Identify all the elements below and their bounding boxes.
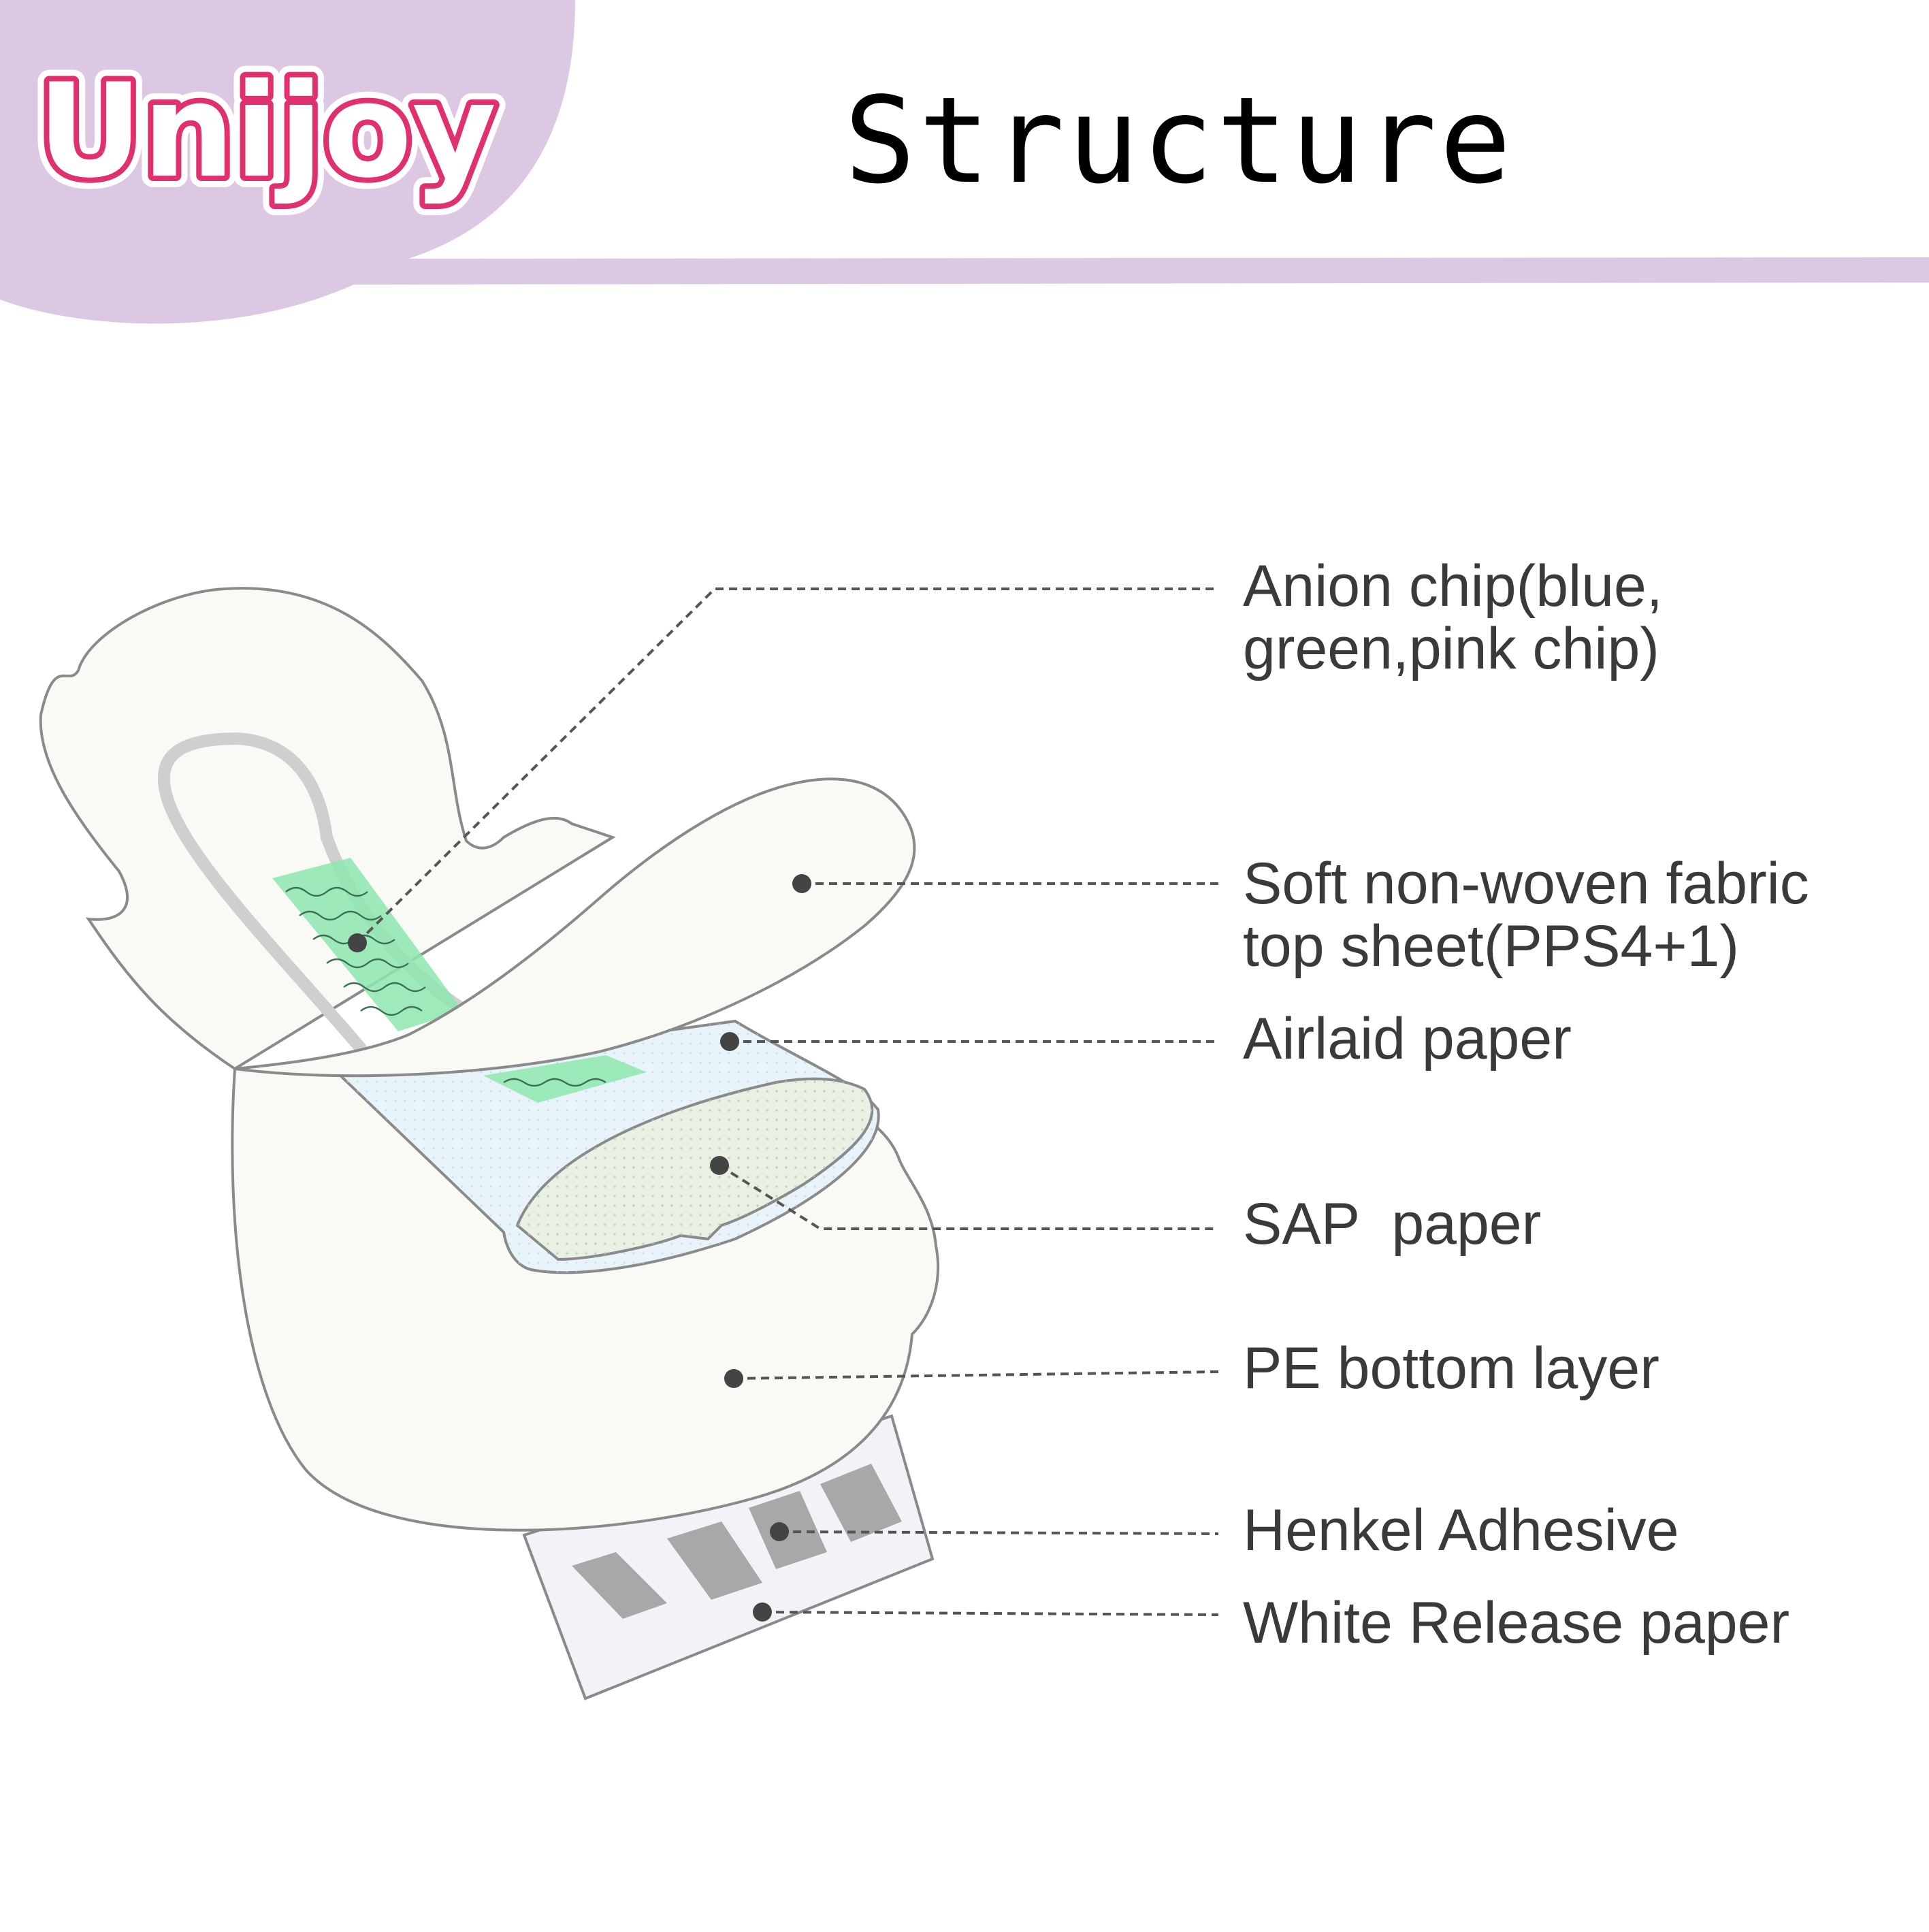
- page-title: Structure: [844, 72, 1514, 210]
- label-henkel-adhesive: Henkel Adhesive: [1243, 1498, 1679, 1563]
- dot-sap-paper: [710, 1156, 729, 1175]
- label-anion-chip: Anion chip(blue, green,pink chip): [1243, 553, 1663, 681]
- leader-anion-chip: [356, 587, 1218, 944]
- label-sap-paper: SAP paper: [1243, 1191, 1542, 1257]
- svg-text:Unijoy: Unijoy: [37, 56, 496, 206]
- header-band: [0, 0, 1929, 324]
- dot-anion-chip: [348, 933, 367, 952]
- label-top-sheet: Soft non-woven fabric top sheet(PPS4+1): [1243, 851, 1809, 979]
- dot-top-sheet: [792, 874, 811, 893]
- leader-sap-paper: [718, 1164, 1218, 1230]
- dot-release-paper: [753, 1603, 772, 1622]
- top-sheet: [234, 777, 916, 1078]
- dot-pe-bottom-layer: [724, 1369, 743, 1388]
- brand-logo: Unijoy Unijoy Unijoy: [26, 44, 508, 218]
- label-release-paper: White Release paper: [1243, 1590, 1790, 1656]
- label-airlaid-paper: Airlaid paper: [1243, 1006, 1572, 1072]
- dot-henkel-adhesive: [770, 1522, 789, 1541]
- label-pe-bottom-layer: PE bottom layer: [1243, 1336, 1659, 1401]
- svg-text:Unijoy: Unijoy: [37, 56, 496, 206]
- leader-lines: [356, 587, 1219, 1616]
- anion-chip-lower: [483, 1055, 647, 1103]
- leader-henkel-adhesive: [779, 1530, 1219, 1535]
- dot-airlaid-paper: [720, 1032, 739, 1051]
- svg-text:Unijoy: Unijoy: [37, 56, 496, 206]
- leader-release-paper: [762, 1611, 1219, 1616]
- anion-chip: [272, 858, 463, 1031]
- callout-dots: [348, 874, 811, 1622]
